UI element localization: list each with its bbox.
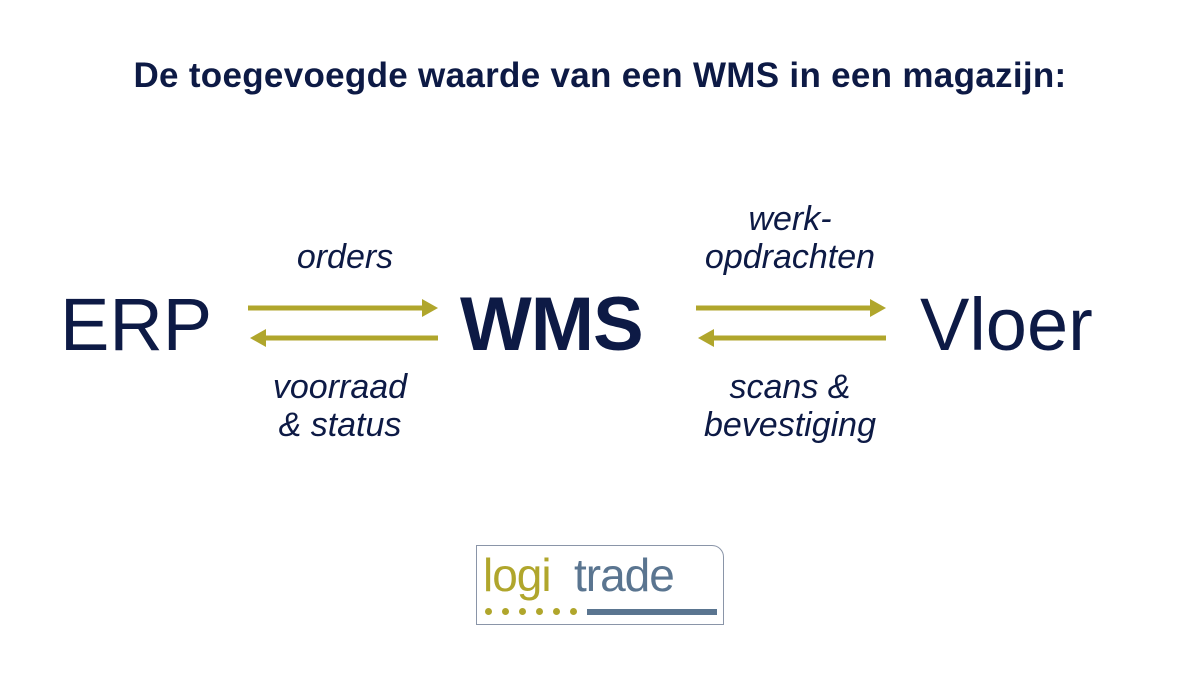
stock-label-line1: voorraad — [272, 368, 408, 406]
erp-node: ERP — [60, 283, 213, 366]
work-label-line1: werk- — [748, 200, 832, 238]
logitrade-logo: logi trade — [476, 545, 724, 625]
page-title: De toegevoegde waarde van een WMS in een… — [133, 56, 1067, 95]
orders-label: orders — [296, 238, 394, 276]
scans-label: scans & bevestiging — [670, 368, 910, 444]
wms-floor-arrows-icon — [696, 299, 886, 347]
scans-label-line1: scans & — [729, 368, 851, 406]
logo-trade: trade — [574, 549, 675, 601]
logo-logi: logi — [483, 549, 552, 601]
logo-dots-icon — [485, 608, 577, 615]
floor-node: Vloer — [920, 283, 1093, 366]
stock-status-label: voorraad & status — [240, 368, 440, 444]
logo-bar — [587, 609, 717, 615]
wms-node: WMS — [460, 282, 644, 367]
erp-wms-arrows-icon — [248, 299, 438, 347]
work-orders-label: werk- opdrachten — [670, 200, 910, 276]
stock-label-line2: & status — [278, 406, 402, 444]
work-label-line2: opdrachten — [704, 238, 876, 276]
scans-label-line2: bevestiging — [703, 406, 876, 444]
